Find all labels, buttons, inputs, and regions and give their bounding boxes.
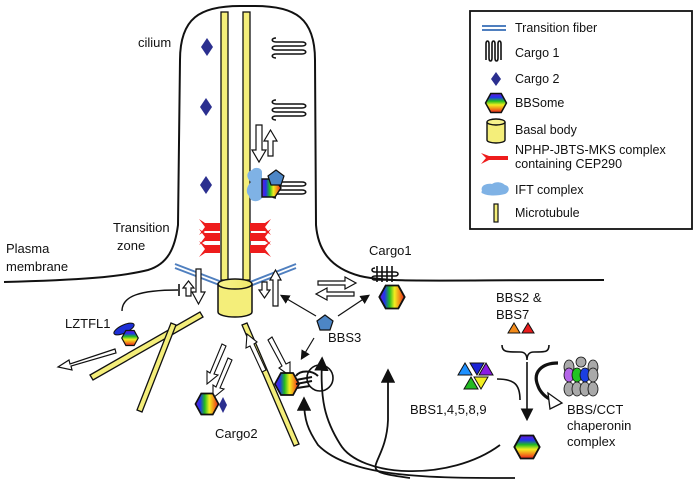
transport-arrow — [257, 281, 272, 300]
chaperonin-curved-arrow — [534, 361, 559, 402]
transport-arrow — [206, 343, 227, 386]
svg-text:Transition fiber: Transition fiber — [515, 21, 597, 35]
assembly-line — [496, 378, 521, 401]
cargo1-coil-icon — [271, 99, 307, 121]
label-transition-zone-1: Transition — [113, 220, 170, 235]
ift-complex-cloud-icon — [246, 167, 262, 202]
label-chaperonin-1: BBS/CCT — [567, 402, 623, 417]
transport-arrow — [314, 286, 355, 302]
cargo1-at-membrane — [371, 266, 399, 282]
svg-text:Cargo 2: Cargo 2 — [515, 72, 560, 86]
cilium-membrane — [3, 5, 605, 283]
svg-text:NPHP-JBTS-MKS complex: NPHP-JBTS-MKS complex — [515, 143, 666, 157]
return-arrow — [374, 368, 411, 479]
label-plasma-membrane-2: membrane — [6, 259, 68, 274]
label-bbs2-7-line1: BBS2 & — [496, 290, 542, 305]
label-plasma-membrane-1: Plasma — [6, 241, 50, 256]
bbsome-hexagon-icon — [484, 92, 508, 114]
legend: Transition fiber Cargo 1 Cargo 2 BBSome … — [469, 10, 693, 230]
bbs-core-triangles — [457, 362, 494, 390]
transition-fiber-icon — [482, 25, 506, 31]
transport-arrow — [317, 275, 358, 291]
bbsome-assembled — [513, 434, 541, 460]
nphp-complex-icon — [481, 153, 508, 164]
lztfl1-inhibition-line — [121, 289, 179, 312]
ift-complex-cloud-icon — [481, 182, 509, 196]
transport-arrow — [190, 268, 207, 306]
transport-arrow — [245, 332, 267, 373]
cargo2-diamond-icon — [201, 38, 213, 56]
basal-body-cylinder — [217, 278, 253, 318]
bbsome-membrane — [378, 284, 406, 310]
transport-arrow — [267, 336, 291, 378]
bbs3-arrow — [337, 294, 370, 317]
bbsome-lztfl1 — [121, 329, 139, 347]
cargo1-coil-icon — [271, 37, 307, 59]
return-arrow — [296, 396, 516, 479]
legend-item-basal-body: Basal body — [486, 118, 578, 144]
svg-text:IFT complex: IFT complex — [515, 183, 584, 197]
bbs3-pentagon-icon — [267, 169, 285, 186]
legend-item-cargo1: Cargo 1 — [485, 40, 560, 62]
svg-text:Microtubule: Microtubule — [515, 206, 580, 220]
cargo1-coil-loop — [295, 370, 319, 389]
legend-item-nphp-complex: NPHP-JBTS-MKS complex containing CEP290 — [481, 143, 666, 171]
nphp-complex-left — [199, 219, 220, 257]
svg-text:containing CEP290: containing CEP290 — [515, 157, 622, 171]
cargo2-diamond-icon — [200, 98, 212, 116]
bbs3-arrow — [300, 337, 315, 361]
bbsome-cargo1 — [274, 372, 300, 396]
axoneme-microtubule-left — [220, 11, 229, 281]
legend-item-microtubule: Microtubule — [493, 203, 580, 223]
label-cargo1: Cargo1 — [369, 243, 412, 258]
bbs7-triangle — [521, 322, 535, 334]
label-bbs3: BBS3 — [328, 330, 361, 345]
svg-text:Basal body: Basal body — [515, 123, 578, 137]
cargo2-diamond-icon — [200, 176, 212, 194]
return-arrow — [314, 356, 501, 473]
transport-arrow — [212, 357, 233, 400]
label-transition-zone-2: zone — [117, 238, 145, 253]
svg-text:BBSome: BBSome — [515, 96, 564, 110]
label-bbs2-7-line2: BBS7 — [496, 307, 529, 322]
legend-item-bbsome: BBSome — [484, 92, 564, 114]
transport-arrow — [181, 280, 196, 297]
bbsome-cargo2 — [194, 392, 220, 416]
microtubule-icon — [493, 203, 499, 223]
label-cilium: cilium — [138, 35, 171, 50]
label-chaperonin-2: chaperonin — [567, 418, 631, 433]
bbs2-triangle — [507, 322, 521, 334]
label-cargo2: Cargo2 — [215, 426, 258, 441]
basal-body-cylinder-icon — [486, 118, 506, 144]
bbs-cct-chaperonin — [563, 356, 599, 397]
axoneme-microtubule-right — [242, 11, 251, 281]
cargo2-diamond-icon — [219, 397, 227, 413]
legend-item-ift-complex: IFT complex — [481, 182, 584, 197]
label-chaperonin-3: complex — [567, 434, 616, 449]
bbs3-pentagon-icon — [316, 314, 334, 331]
bbs3-arrow — [279, 294, 317, 317]
legend-item-transition-fiber: Transition fiber — [482, 21, 597, 35]
cargo1-coil-icon — [485, 40, 502, 62]
brace — [501, 344, 550, 361]
label-bbs1-4-5-8-9: BBS1,4,5,8,9 — [410, 402, 487, 417]
chaperonin-arrowhead — [547, 391, 564, 410]
legend-item-cargo2: Cargo 2 — [491, 72, 560, 86]
transport-arrow — [268, 268, 283, 307]
export-arrow — [56, 348, 117, 371]
cargo2-diamond-icon — [491, 72, 501, 86]
svg-text:Cargo 1: Cargo 1 — [515, 46, 560, 60]
label-lztfl1: LZTFL1 — [65, 316, 111, 331]
ift-transport-arrows — [250, 124, 279, 164]
nphp-complex-right — [250, 219, 271, 257]
